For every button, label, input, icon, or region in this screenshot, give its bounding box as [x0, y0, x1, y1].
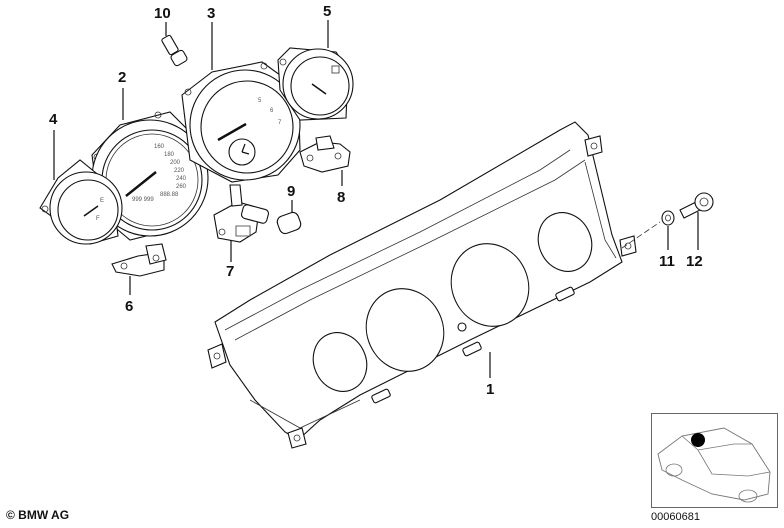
callout-3: 3	[207, 5, 215, 22]
callout-2: 2	[118, 69, 126, 86]
cluster-housing[interactable]	[207, 121, 637, 449]
copyright-label: © BMW AG	[6, 508, 70, 522]
svg-text:E: E	[100, 198, 104, 204]
vehicle-location-thumbnail	[651, 413, 778, 508]
right-auxiliary-gauge[interactable]	[277, 47, 354, 121]
speedo-scale-3: 200	[170, 160, 181, 166]
speedo-scale-5: 240	[176, 176, 187, 182]
tachometer-gauge[interactable]: 5 6 7	[181, 61, 301, 183]
callout-4: 4	[49, 111, 58, 128]
washer[interactable]	[661, 210, 675, 226]
left-auxiliary-gauge[interactable]: E F	[39, 159, 123, 245]
callout-12: 12	[686, 253, 703, 270]
callout-11: 11	[659, 253, 675, 270]
svg-text:6: 6	[270, 108, 274, 114]
bracket-right[interactable]	[299, 135, 351, 173]
speedo-scale-6: 260	[176, 184, 187, 190]
leader-lines	[53, 20, 699, 378]
assembly-axis-line	[621, 221, 661, 249]
speedo-odometer: 999 999	[132, 197, 154, 203]
svg-text:7: 7	[278, 120, 282, 126]
svg-text:5: 5	[258, 98, 262, 104]
bulb[interactable]	[276, 211, 303, 235]
bracket-left[interactable]	[111, 243, 167, 277]
callout-8: 8	[337, 189, 345, 206]
car-outline-icon	[657, 427, 771, 503]
svg-text:F: F	[96, 216, 100, 222]
callout-5: 5	[323, 3, 331, 20]
speedo-scale-4: 220	[174, 168, 185, 174]
screw[interactable]	[679, 192, 714, 219]
callout-7: 7	[226, 263, 234, 280]
diagram-id: 00060681	[651, 511, 700, 523]
callout-10: 10	[154, 5, 171, 22]
sensor-plug[interactable]	[161, 34, 188, 67]
speedo-scale-2: 180	[164, 152, 175, 158]
callout-9: 9	[287, 183, 295, 200]
callout-1: 1	[486, 381, 494, 398]
speedo-scale-1: 160	[154, 144, 165, 150]
callout-6: 6	[125, 298, 133, 315]
speedo-trip: 888.88	[160, 192, 179, 198]
bulb-socket[interactable]	[213, 184, 270, 243]
